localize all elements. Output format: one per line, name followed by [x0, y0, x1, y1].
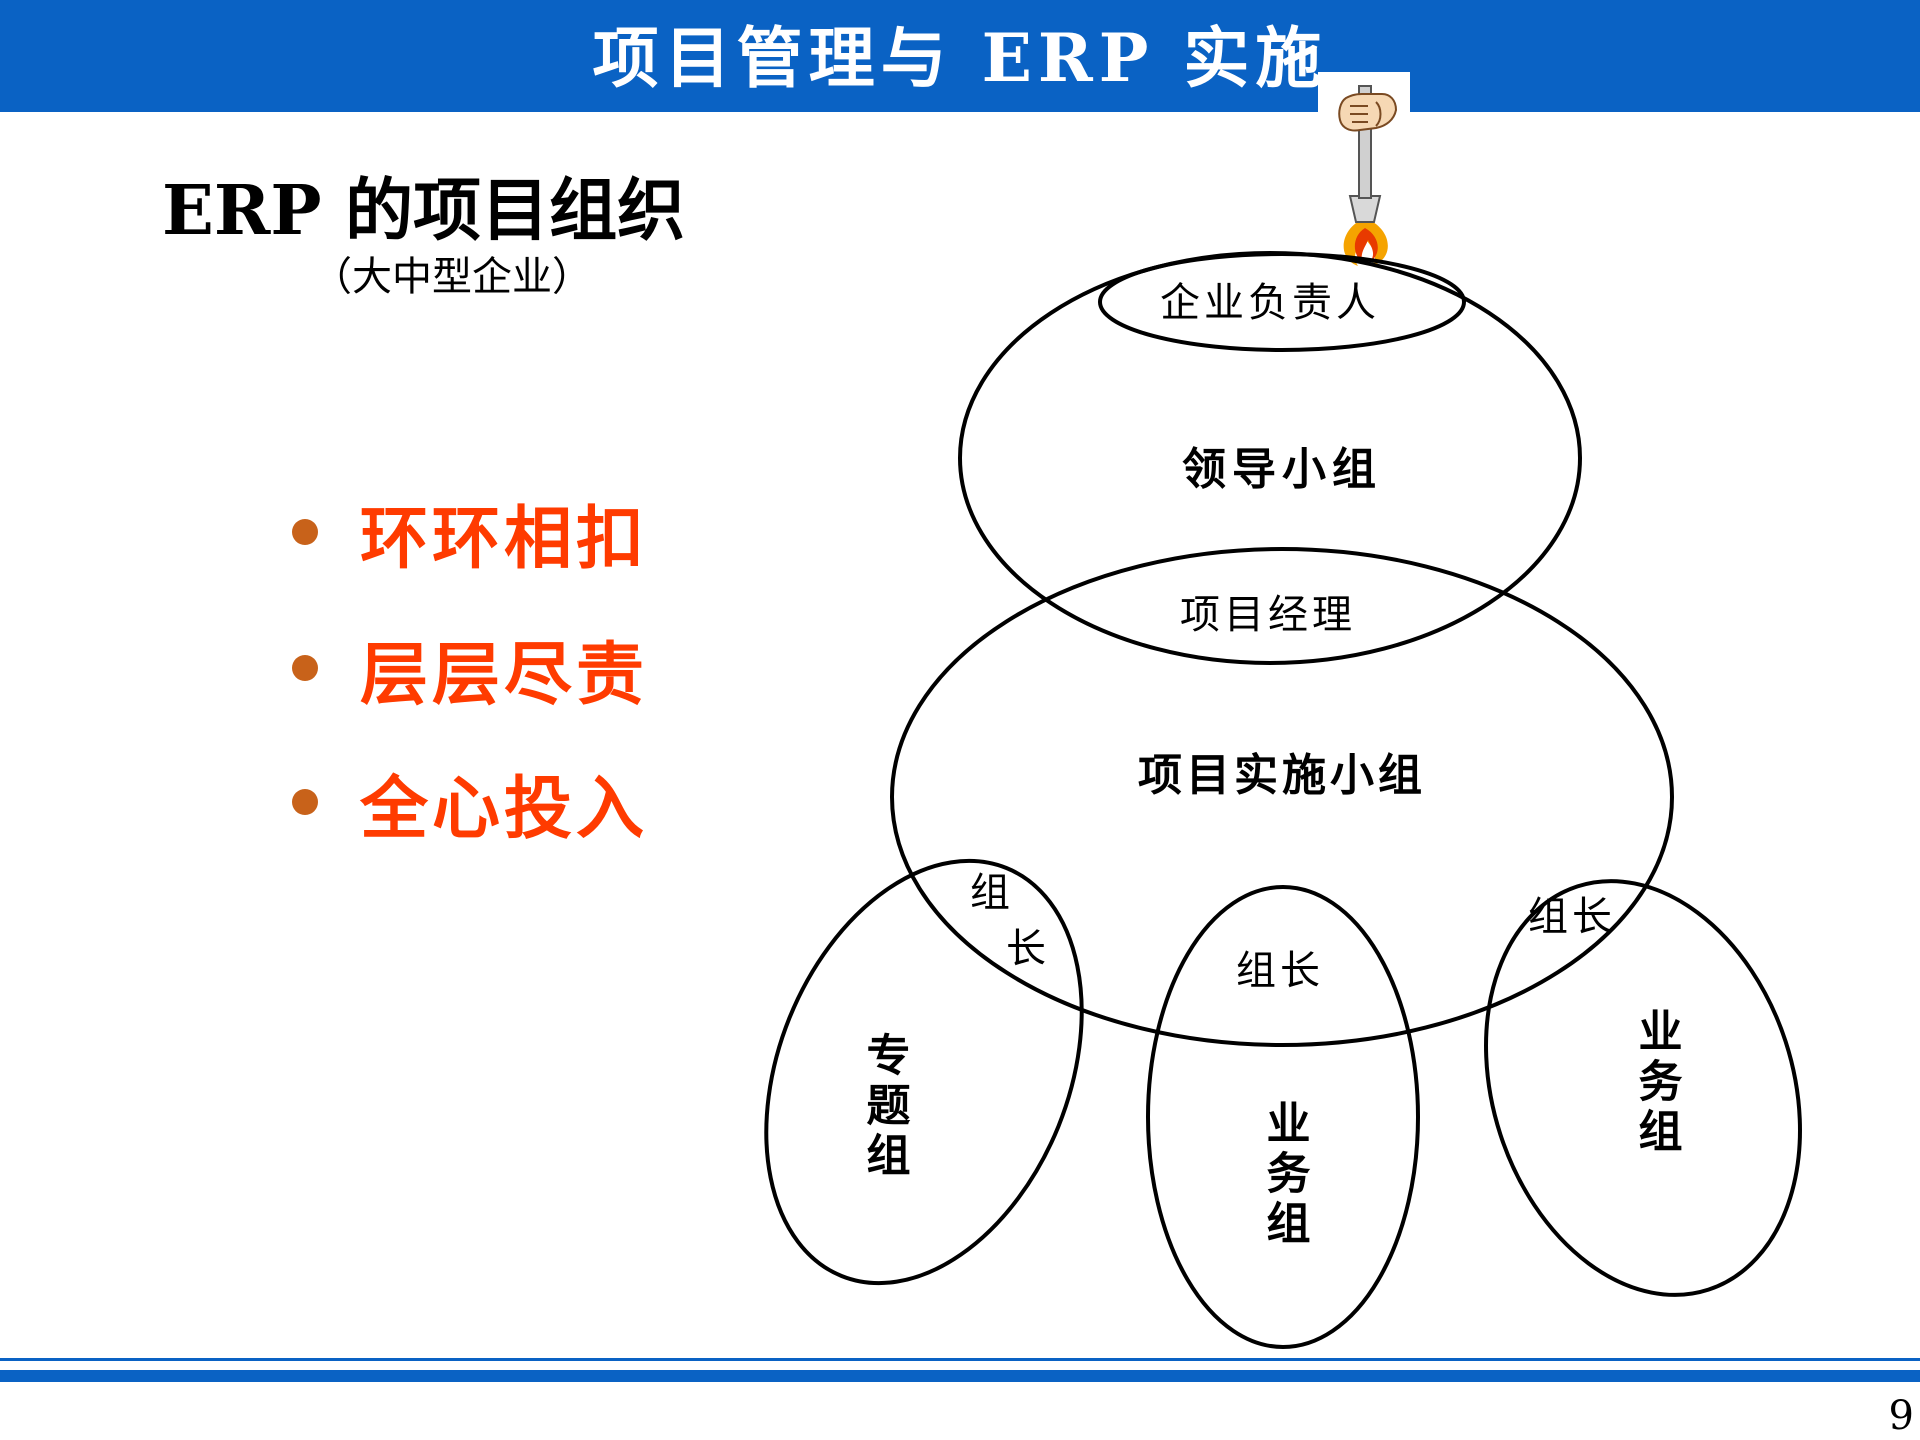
slide-heading: ERP 的项目组织 [162, 171, 686, 251]
top-leader-ellipse [1098, 252, 1466, 352]
footer-divider-thick [0, 1370, 1920, 1382]
left-group-leader-label: 组 长 [970, 870, 1046, 972]
bullet-item: 全心投入 [292, 762, 648, 849]
bullet-text: 全心投入 [360, 768, 649, 849]
slide-subheading: （大中型企业） [312, 254, 592, 300]
bullet-item: 层层尽责 [292, 628, 648, 715]
middle-group-leader-label: 组长 [1236, 948, 1324, 994]
left-group-leader-char: 组 [970, 870, 1010, 916]
leadership-group-label: 领导小组 [1182, 444, 1382, 495]
right-group-leader-label: 组长 [1528, 894, 1616, 940]
middle-group-ellipse [1146, 885, 1420, 1349]
torch-in-hand-icon [1338, 85, 1398, 266]
left-group-ellipse [764, 858, 1084, 1286]
left-group-name: 专题组 [859, 1032, 911, 1182]
bullet-text: 环环相扣 [360, 498, 649, 579]
page-number: 9 [1888, 1393, 1914, 1439]
right-group-ellipse [1484, 879, 1802, 1297]
bullet-text: 层层尽责 [360, 634, 649, 715]
footer-divider-thin [0, 1358, 1920, 1361]
middle-group-name: 业务组 [1259, 1100, 1311, 1250]
left-group-leader-char: 长 [1006, 926, 1046, 972]
bullet-dot-icon [292, 789, 318, 815]
implementation-ellipse [890, 547, 1674, 1047]
bullet-dot-icon [292, 519, 318, 545]
header-bar [0, 0, 1920, 112]
bullet-item: 环环相扣 [292, 492, 648, 579]
implementation-group-label: 项目实施小组 [1138, 750, 1426, 801]
right-group-name: 业务组 [1631, 1008, 1683, 1158]
project-manager-label: 项目经理 [1180, 592, 1356, 638]
bullet-dot-icon [292, 655, 318, 681]
header-title: 项目管理与 ERP 实施 [592, 19, 1328, 97]
top-leader-label: 企业负责人 [1160, 280, 1380, 326]
